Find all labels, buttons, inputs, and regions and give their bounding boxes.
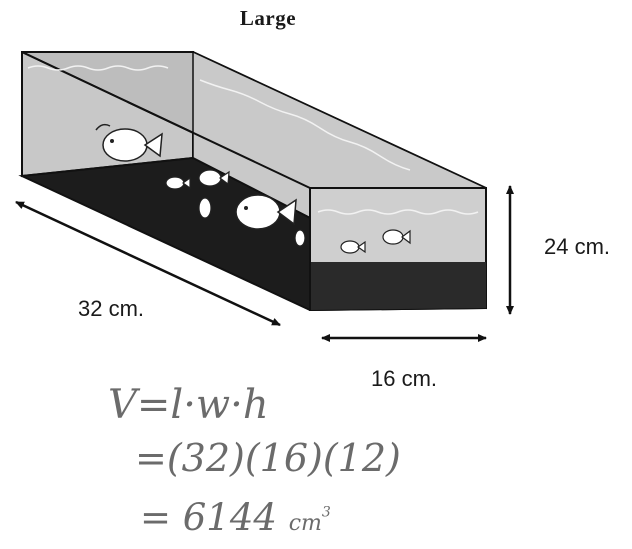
volume-formula: V=l·w·h (108, 382, 269, 428)
length-label: 32 cm. (78, 296, 145, 321)
water-surface (27, 65, 169, 71)
height-label: 24 cm. (544, 234, 611, 259)
fish-icon (382, 229, 411, 245)
water-surface (317, 209, 479, 215)
length-dimension-arrow (15, 200, 281, 327)
volume-result: = 6144 cm3 (140, 496, 331, 539)
fish-icon (340, 240, 366, 254)
fish-icon (95, 123, 163, 162)
fish-icon (198, 169, 230, 187)
tank-edge (21, 51, 311, 189)
volume-substitution: =(32)(16)(12) (135, 436, 401, 480)
width-label: 16 cm. (371, 366, 438, 391)
volume-result-value: = 6144 (140, 496, 277, 539)
fish-icon (165, 176, 191, 190)
volume-result-unit: cm (288, 511, 322, 536)
water-surface (199, 79, 411, 171)
volume-result-exponent: 3 (321, 504, 331, 521)
tank-front-floor (310, 262, 486, 310)
figure-title: Large (239, 6, 297, 30)
